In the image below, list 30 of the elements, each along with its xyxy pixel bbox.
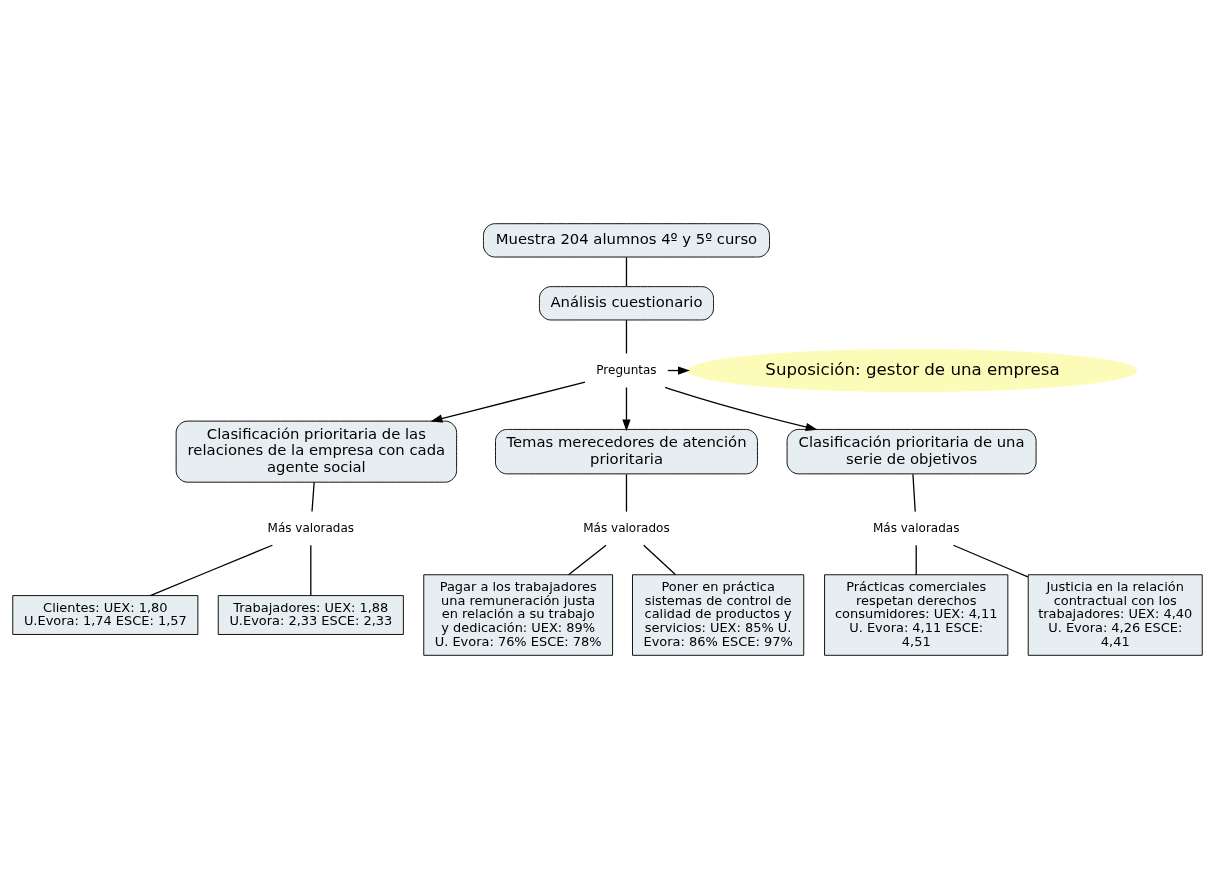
node-box: Temas merecedores de atención prioritaria <box>495 428 758 474</box>
node-box: Justicia en la relación contractual con los trabajadores: UEX: 4,40 U. Evora: 4,26 ESCE: 4,41 <box>1027 573 1203 656</box>
node-text: Más valoradas <box>267 520 355 535</box>
connector <box>912 473 916 512</box>
node-box: Muestra 204 alumnos 4º y 5º curso <box>483 222 770 257</box>
arrow <box>430 380 586 423</box>
connector <box>567 544 607 575</box>
connector <box>625 256 628 287</box>
node-text: Más valorados <box>583 520 670 535</box>
arrow <box>664 386 818 431</box>
connector <box>625 318 628 354</box>
node-box: Clasificación prioritaria de una serie de objetivos <box>786 428 1037 474</box>
node-ellipse: Suposición: gestor de una empresa <box>687 348 1138 392</box>
node-box: Clasificación prioritaria de las relaciones de la empresa con cada agente social <box>175 420 458 483</box>
connector <box>149 544 274 596</box>
connector <box>311 481 315 512</box>
connector <box>625 473 628 512</box>
node-text: Preguntas <box>596 362 657 377</box>
node-box: Prácticas comerciales respetan derechos consumidores: UEX: 4,11 U. Evora: 4,11 ESCE: 4,51 <box>824 573 1009 656</box>
connector <box>310 544 312 596</box>
connector <box>643 544 677 575</box>
connector <box>952 544 1029 578</box>
arrow <box>622 386 631 431</box>
node-text: Más valoradas <box>872 520 960 535</box>
node-box: Trabajadores: UEX: 1,88 U.Evora: 2,33 ESCE: 2,33 <box>217 594 404 635</box>
node-box: Clientes: UEX: 1,80 U.Evora: 1,74 ESCE: 1,57 <box>12 594 199 635</box>
connector <box>915 544 917 575</box>
node-box: Poner en práctica sistemas de control de calidad de productos y servicios: UEX: 85% U. Evora: 86% ESCE: 97% <box>632 573 805 656</box>
node-box: Pagar a los trabajadores una remuneración justa en relación a su trabajo y dedicación: UEX: 89% U. Evora: 76% ESCE: 78% <box>423 573 614 656</box>
node-box: Análisis cuestionario <box>539 285 714 320</box>
